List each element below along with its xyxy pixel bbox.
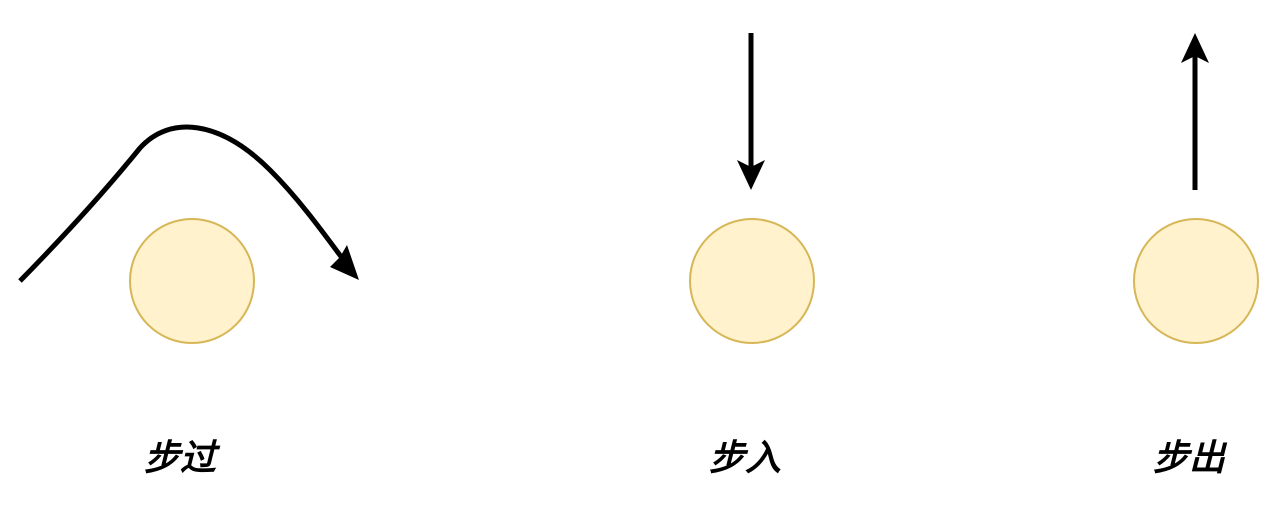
step-into-label: 步入 — [709, 438, 781, 479]
step-over-label: 步过 — [144, 438, 221, 479]
step-into-arrow-head — [737, 160, 765, 190]
step-out-arrow-head — [1181, 33, 1209, 63]
step-into-node — [689, 218, 815, 344]
step-over-arrow-head — [330, 245, 359, 280]
step-over-panel: 步过 — [18, 124, 359, 479]
step-into-panel: 步入 — [689, 33, 815, 479]
step-over-node — [129, 218, 255, 344]
step-out-panel: 步出 — [1133, 33, 1259, 479]
step-out-node — [1133, 218, 1259, 344]
step-over-arrow-curve — [18, 124, 348, 283]
step-out-label: 步出 — [1153, 438, 1228, 479]
